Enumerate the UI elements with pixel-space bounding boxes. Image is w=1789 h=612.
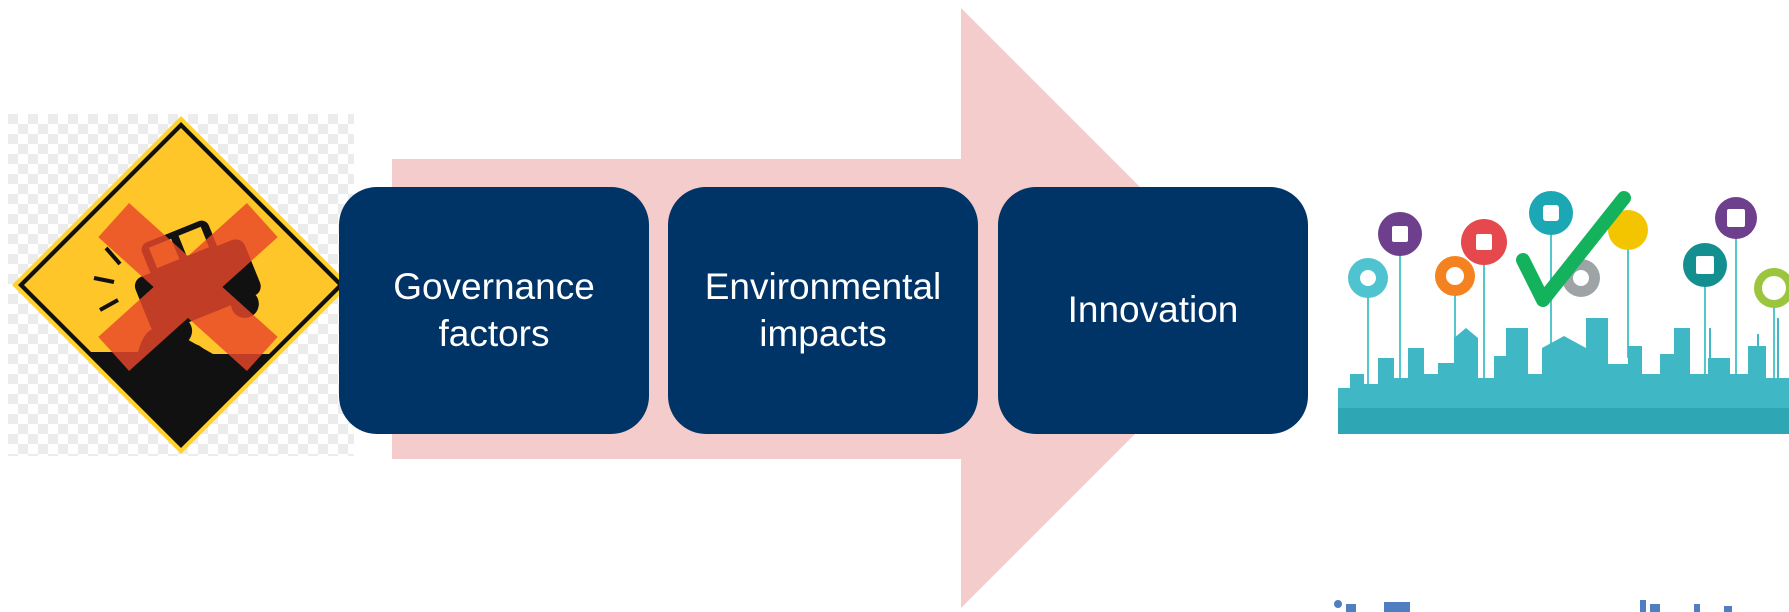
step-governance-factors: Governance factors [339, 187, 649, 434]
bottom-decorative-icons [1334, 600, 1732, 612]
step-environmental-impacts: Environmental impacts [668, 187, 978, 434]
road-hazard-sign-image [8, 114, 354, 456]
step-label: Innovation [1067, 289, 1239, 331]
step-label: Governance factors [393, 266, 595, 354]
step-label: Environmental impacts [704, 266, 942, 354]
step-innovation: Innovation [998, 187, 1308, 434]
sustainable-city-image [1338, 191, 1789, 434]
